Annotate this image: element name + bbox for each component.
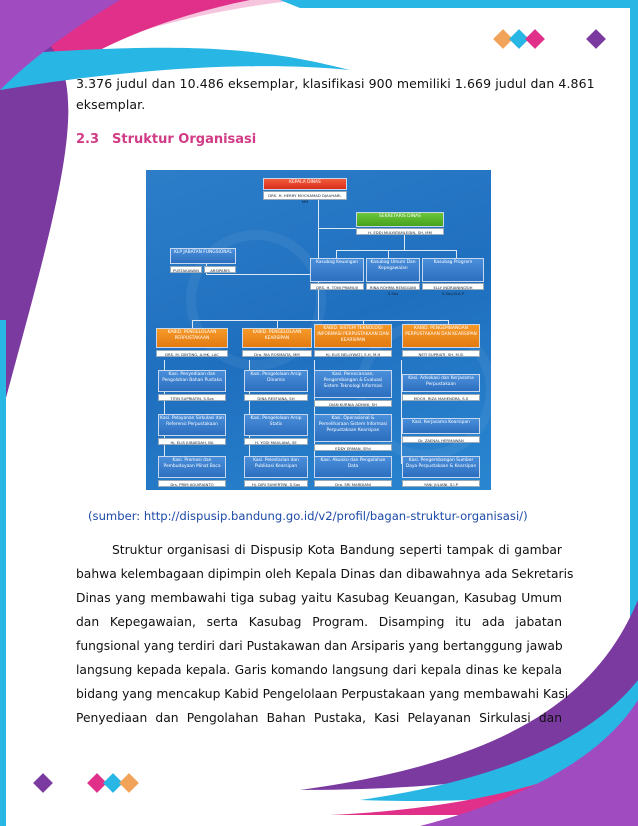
org-kasi-name: TITIN SUPRIATIN, S.Sos bbox=[158, 394, 226, 401]
org-kasi-name: MOCH. RIZA MAHENDRA, S.S bbox=[402, 394, 480, 401]
org-kabid-name: Dra. RIA ROSMAITA, MM bbox=[242, 350, 312, 357]
org-kabid-name: Hj. ELIS NELLYWATI, S.H, M.H bbox=[314, 350, 392, 357]
org-kasubag-name: DRS. H. TONI PRAMUJI bbox=[310, 283, 364, 290]
paragraph-line: Struktur organisasi di Dispusip Kota Ban… bbox=[112, 543, 562, 557]
org-kasi-name: YANI JULIANI, S.I.P bbox=[402, 480, 480, 487]
org-kasi-name: Dr. ZAENAL HERMAWAN bbox=[402, 436, 480, 443]
org-kasi-name: Hj. DIRI SUHERTINI, S.Sos bbox=[244, 480, 308, 487]
org-kepala: KEPALA DINAS bbox=[263, 178, 347, 190]
org-kasi: Kasi. Promosi dan Pembudayaan Minat Baca bbox=[158, 456, 226, 478]
section-heading: 2.3 Struktur Organisasi bbox=[76, 132, 256, 147]
org-sekretaris: SEKRETARIS DINAS bbox=[356, 212, 444, 227]
org-kasi: Kasi. Pelestarian dan Publikasi Kearsipa… bbox=[244, 456, 308, 478]
org-kasubag-name: RINA ROHMA RENGGANI S.Sos bbox=[366, 283, 420, 296]
org-kabid: KABID. PENGELOLAAN KEARSIPAN bbox=[242, 328, 312, 348]
org-kasi: Kasi. Akuisisi dan Pengolahan Data bbox=[314, 456, 392, 478]
org-kabid: KABID. PENGEMBANGAN PERPUSTAKAAN DAN KEA… bbox=[402, 324, 480, 348]
org-kasubag: Kasubag Program bbox=[422, 258, 484, 282]
org-fungsional: KLP JABATAN FUNGSIONAL bbox=[170, 248, 236, 264]
paragraph-line: langsung kepada kepala. Garis komando la… bbox=[76, 663, 562, 677]
org-kasi-name: EDDY ERMAN, SP.d bbox=[314, 444, 392, 451]
org-kasi: Kasi. Pengembangan Sumber Daya Perpustak… bbox=[402, 456, 480, 478]
section-title: Struktur Organisasi bbox=[112, 132, 257, 147]
org-kasi: Kasi. Pengelolaan Arsip Dinamis bbox=[244, 370, 308, 392]
paragraph-line: bidang yang mencakup Kabid Pengelolaan P… bbox=[76, 687, 569, 701]
org-kasi-name: H. YODI MAULANA, SE bbox=[244, 438, 308, 445]
intro-line-2: eksemplar. bbox=[76, 97, 146, 112]
org-kasi: Kasi. Pengelolaan Arsip Statis bbox=[244, 414, 308, 436]
org-kasubag: Kasubag Umum Dan Kepegawaian bbox=[366, 258, 420, 282]
org-fungsional-item: PUSTAKAWAN bbox=[170, 266, 202, 273]
org-kasi-name: DINA RESFIANA, SH bbox=[244, 394, 308, 401]
paragraph-line: fungsional yang terdiri dari Pustakawan … bbox=[76, 639, 563, 653]
org-sekretaris-name: H. EDDI MULYATAMLEDIN, SH, MM bbox=[356, 228, 444, 235]
intro-line-1: 3.376 judul dan 10.486 eksemplar, klasif… bbox=[76, 76, 595, 91]
org-kabid-name: NETI SUPRIATI, SH, M.Si bbox=[402, 350, 480, 357]
org-kasi: Kasi. Penyediaan dan Pengolahan Bahan Pu… bbox=[158, 370, 226, 392]
org-kasi: Kasi. Operasional & Pemeliharaan Sistem … bbox=[314, 414, 392, 442]
org-kabid: KABID. PENGELOLAAN PERPUSTAKAAN bbox=[156, 328, 228, 348]
org-kasi: Kasi. Perencanaan, Pengembangan & Evalua… bbox=[314, 370, 392, 398]
paragraph-line: bahwa kelembagaan dipimpin oleh Kepala D… bbox=[76, 567, 574, 581]
paragraph-line: dan Kepegawaian, serta Kasubag Program. … bbox=[76, 615, 562, 629]
org-kasi-name: Dra. SRI MARDIANI bbox=[314, 480, 392, 487]
org-kasi: Kasi. Pelayanan Sirkulasi dan Referensi … bbox=[158, 414, 226, 436]
body-paragraph: Struktur organisasi di Dispusip Kota Ban… bbox=[76, 538, 574, 730]
org-kepala-name: DRS. H. HERRY MOCHAMAD DJAUHARI, MM bbox=[263, 191, 347, 204]
org-kasubag: Kasubag Keuangan bbox=[310, 258, 364, 282]
paragraph-line: Penyediaan dan Pengolahan Bahan Pustaka,… bbox=[76, 711, 562, 725]
org-kasi-name: Hj. ELIS JUBAEDAH, BA bbox=[158, 438, 226, 445]
image-source-caption: (sumber: http://dispusip.bandung.go.id/v… bbox=[88, 509, 528, 523]
org-kasi-name: DIAN KURNIA ADYANI, SH bbox=[314, 400, 392, 407]
section-number: 2.3 bbox=[76, 132, 100, 147]
org-fungsional-item: ARSIPARIS bbox=[204, 266, 236, 273]
org-kasubag-name: ELLY INDRIANINGSIH S.Sos,M.A.P bbox=[422, 283, 484, 296]
paragraph-line: Dinas yang membawahi tiga subag yaitu Ka… bbox=[76, 591, 562, 605]
org-chart-image: KEPALA DINAS DRS. H. HERRY MOCHAMAD DJAU… bbox=[146, 170, 491, 490]
org-kasi: Kasi. Advokasi dan Kerjasama Perpustakaa… bbox=[402, 374, 480, 392]
org-kasi-name: Drs. PRIM AGUIRIANTO bbox=[158, 480, 226, 487]
org-kabid-name: DRS. M. DINTING, A.MK, LAC bbox=[156, 350, 228, 357]
org-kasi: Kasi. Kerjasama Kearsipan bbox=[402, 418, 480, 434]
org-kabid: KABID. SISTEM TEKNOLOGI INFORMASI PERPUS… bbox=[314, 324, 392, 348]
